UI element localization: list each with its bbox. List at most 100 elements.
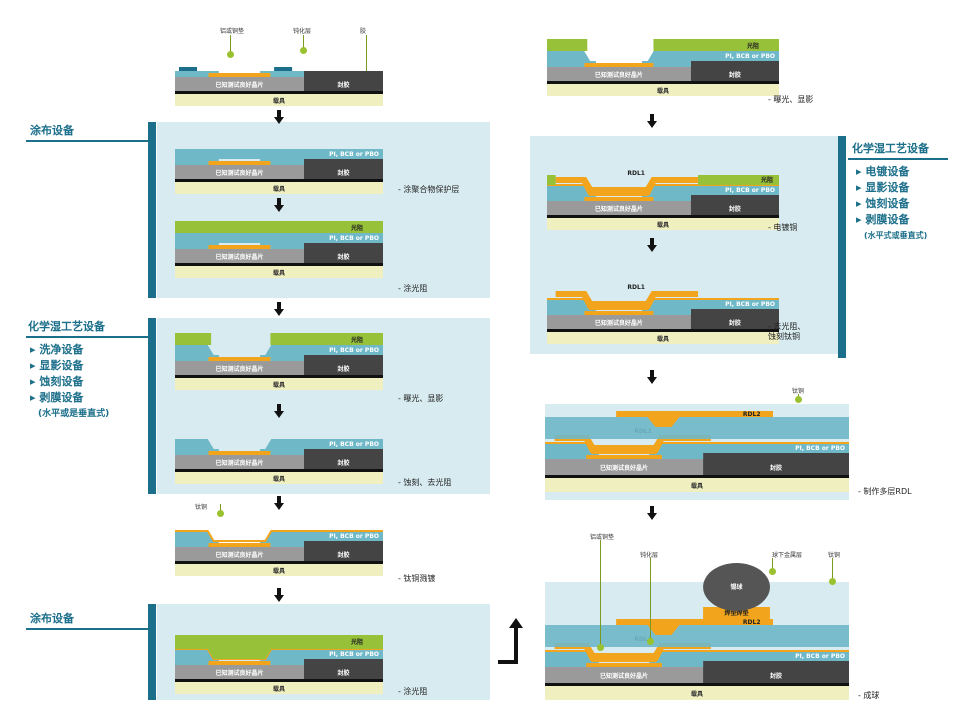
passivation-pin [300, 35, 307, 54]
carrier-label: 载具 [273, 381, 285, 389]
down-arrow-icon [274, 588, 284, 602]
adhesive-layer [175, 179, 383, 182]
resist-layer [175, 333, 212, 345]
pi-label: PI, BCB or PBO [725, 301, 775, 308]
wafer-label: 已知测试良好晶片 [600, 464, 648, 472]
pad-label-top: 铝或铜垫 [220, 28, 245, 35]
down-arrow-icon [647, 114, 657, 128]
adhesive-layer [545, 683, 849, 686]
passivation-layer [260, 159, 304, 165]
tcu-label-bottom: 钛铜 [828, 552, 841, 559]
passivation-layer [175, 159, 219, 165]
passivation-layer [641, 309, 691, 315]
cross-section-svg: 载具已知测试良好晶片封胶 [175, 67, 383, 106]
wafer-layer [175, 455, 304, 469]
resist-layer [175, 635, 383, 659]
tcu-pin-left [217, 504, 224, 517]
passivation-layer [545, 453, 599, 459]
ubm-layer [703, 607, 770, 619]
mold-label: 封胶 [337, 551, 349, 559]
pad-pin [227, 35, 234, 58]
cross-section-svg: 载具已知测试良好晶片封胶PI, BCB or PBO光阻 [175, 333, 383, 390]
passivation-layer [260, 71, 304, 77]
adhesive-layer [175, 91, 383, 94]
mold-label: 封胶 [729, 205, 741, 213]
wafer-label: 已知测试良好晶片 [215, 253, 263, 261]
adhesive-layer [545, 475, 849, 478]
wafer-layer [547, 201, 691, 215]
right-list-sub: (水平式或垂直式) [864, 231, 928, 240]
pad-layer [208, 661, 271, 665]
passivation-layer [175, 355, 219, 361]
cross-section-svg: 载具已知测试良好晶片封胶PI, BCB or PBO光阻 [547, 39, 779, 96]
coating-line-2 [26, 628, 150, 630]
pi-layer [175, 649, 383, 659]
mold-label: 封胶 [337, 81, 349, 89]
mold-label: 封胶 [770, 672, 782, 680]
left-list-item: ▸ 显影设备 [30, 359, 84, 372]
left-list-item: ▸ 洗净设备 [30, 343, 84, 356]
step-note: - 涂光阻 [398, 687, 428, 696]
step-note: - 钛铜溅镀 [398, 574, 436, 583]
mold-layer [703, 661, 849, 683]
mold-layer [303, 243, 383, 263]
passivation-label-bottom: 钝化层 [640, 552, 659, 559]
adhesive-layer [175, 679, 383, 682]
passivation-layer [260, 449, 304, 455]
resist-layer [175, 221, 383, 233]
step-note: - 电镀铜 [768, 223, 798, 232]
passivation-layer [260, 243, 304, 249]
mold-label: 封胶 [337, 365, 349, 373]
tcu-pin-right [795, 394, 802, 403]
step-note: - 蚀刻、去光阻 [398, 478, 452, 487]
glue-label-top: 胶 [360, 28, 367, 35]
chem-bar-right [838, 136, 846, 358]
passivation-layer [260, 355, 304, 361]
mold-layer [690, 195, 779, 215]
solder-ball [703, 563, 770, 611]
carrier-label: 载具 [657, 87, 669, 95]
wafer-layer [547, 67, 691, 81]
carrier-layer [545, 478, 849, 492]
rdl1-layer [554, 435, 711, 453]
down-arrow-icon [647, 506, 657, 520]
wafer-layer [175, 665, 304, 679]
pi-layer [175, 233, 383, 243]
mold-layer [303, 159, 383, 179]
step-note: - 去光阻、 蚀刻钛铜 [768, 322, 806, 341]
resist-layer [270, 333, 383, 345]
pad-layer [584, 197, 654, 201]
wafer-label: 已知测试良好晶片 [215, 669, 263, 677]
pi-detail [274, 67, 293, 71]
wafer-label: 已知测试良好晶片 [215, 169, 263, 177]
mold-layer [303, 449, 383, 469]
right-list-item: ▸ 蚀刻设备 [856, 197, 910, 210]
right-list-item: ▸ 显影设备 [856, 181, 910, 194]
pi-label: PI, BCB or PBO [329, 151, 379, 158]
cross-section-svg: 载具已知测试良好晶片封胶PI, BCB or PBO光阻 [175, 635, 383, 694]
carrier-label: 载具 [273, 475, 285, 483]
adhesive-layer [175, 561, 383, 564]
pad-layer [208, 543, 271, 547]
step-note: - 曝光、显影 [398, 394, 444, 403]
wafer-label: 已知测试良好晶片 [595, 71, 643, 79]
resist-label: 光阻 [746, 42, 759, 50]
wafer-label: 已知测试良好晶片 [595, 319, 643, 327]
carrier-layer [175, 94, 383, 106]
pad-layer [208, 245, 271, 249]
adhesive-layer [547, 329, 779, 332]
pad-layer [584, 311, 654, 315]
adhesive-layer [547, 215, 779, 218]
coating-equipment-label: 涂布设备 [30, 124, 74, 137]
chem-line-right [848, 158, 948, 160]
passivation-layer [175, 541, 219, 547]
wafer-layer [545, 667, 704, 683]
pad-layer [208, 73, 271, 77]
carrier-label: 载具 [273, 685, 285, 693]
step-note: - 涂光阻 [398, 284, 428, 293]
carrier-layer [175, 266, 383, 278]
mold-layer [303, 71, 383, 91]
wafer-layer [175, 165, 304, 179]
